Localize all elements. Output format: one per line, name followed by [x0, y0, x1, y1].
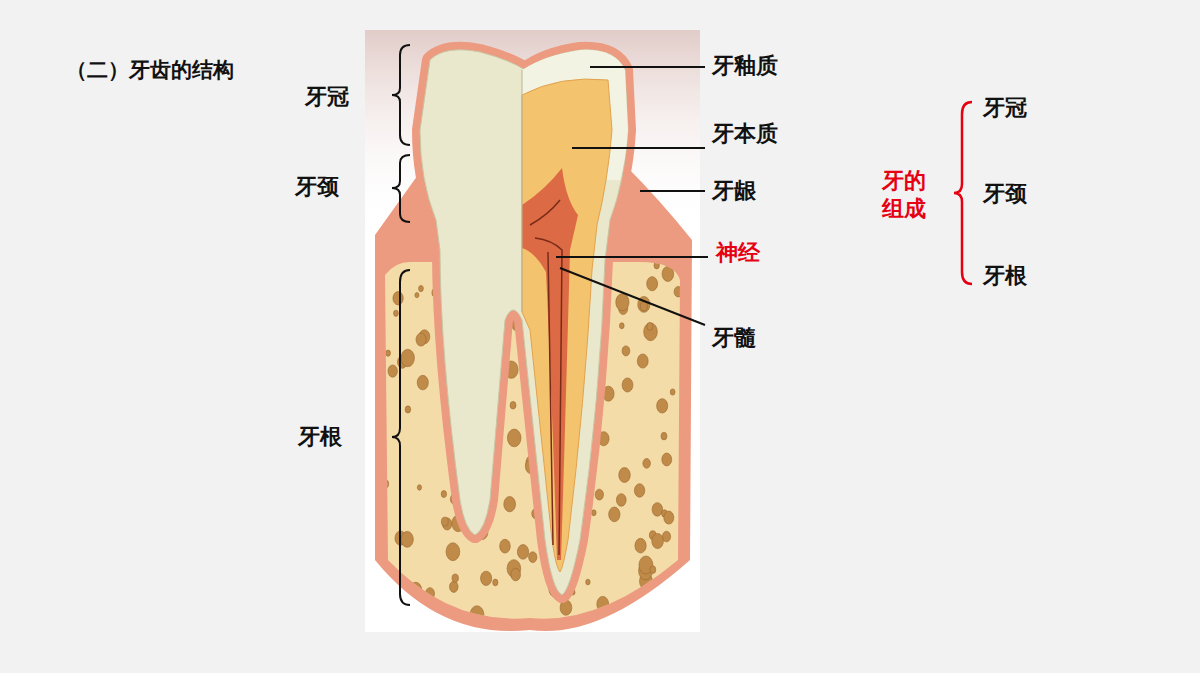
part-name: 牙颈: [983, 181, 1027, 207]
bone-pore: [616, 294, 629, 311]
bone-pore: [504, 497, 516, 512]
bone-pore: [647, 277, 658, 291]
part-name: 牙根: [298, 424, 342, 450]
bone-pore: [595, 489, 603, 500]
tissue-name: 神经: [716, 240, 760, 266]
periodontal-layer: [420, 50, 628, 595]
bone-pore: [674, 286, 682, 297]
group-heading: 牙的组成: [882, 167, 926, 222]
bone-pore: [401, 349, 414, 366]
bone-pore: [652, 533, 664, 548]
bone-pore: [650, 566, 656, 574]
bone-pore: [415, 588, 420, 595]
bone-pore: [393, 292, 403, 305]
bone-pore: [500, 539, 511, 553]
bone-pore: [441, 517, 448, 526]
bone-pore: [592, 510, 597, 516]
bone-pore: [638, 600, 645, 609]
bone-pore: [386, 350, 391, 356]
bone-pore: [634, 484, 644, 497]
pulp: [522, 168, 578, 560]
tooth-body: [420, 50, 628, 595]
tissue-name: 牙本质: [712, 121, 778, 147]
part-name: 牙根: [983, 263, 1027, 289]
bone-pore: [481, 571, 492, 585]
bone-pore: [511, 568, 521, 581]
bone-pore: [416, 333, 426, 346]
bone-pore: [470, 606, 484, 624]
bracket: [392, 45, 410, 145]
tissue-name: 牙髓: [712, 325, 756, 351]
bone-pore: [643, 458, 651, 468]
bone-pore: [517, 545, 528, 560]
part-name: 牙冠: [305, 84, 349, 110]
bone-pore: [450, 581, 459, 592]
slide-title: （二）牙齿的结构: [66, 56, 234, 84]
bone-pore: [510, 401, 516, 409]
bone-pore: [417, 375, 428, 389]
bone-pore: [657, 399, 668, 413]
bone-pore: [493, 579, 498, 586]
bone-pore: [415, 292, 419, 297]
bone-pore: [644, 323, 658, 341]
bone-pore: [419, 285, 424, 291]
bone-pore: [664, 511, 674, 524]
bone-pore: [652, 503, 662, 517]
bone-pore: [662, 266, 674, 281]
bracket: [392, 155, 410, 222]
bone-pore: [622, 346, 630, 356]
dentin: [522, 79, 612, 572]
bone-pore: [529, 552, 537, 563]
brace: [954, 102, 972, 284]
leader-line: [590, 66, 705, 68]
part-name: 牙冠: [983, 95, 1027, 121]
bone-pore: [647, 322, 653, 330]
nerve-fibres: [530, 200, 562, 555]
bone-pore: [597, 596, 609, 611]
bone-pore: [425, 588, 434, 600]
bone-pore: [441, 491, 446, 498]
bone-pore: [452, 574, 458, 582]
bone-pore: [382, 480, 388, 488]
picture-ground: [365, 30, 700, 632]
bone-pore: [405, 615, 411, 623]
bone-pore: [388, 365, 397, 377]
bone-pore: [410, 582, 422, 598]
bone-pore: [446, 543, 460, 561]
tissue-name: 牙釉质: [712, 53, 778, 79]
bone-pore: [635, 538, 646, 553]
bone-pore: [619, 323, 624, 329]
bone-pore: [662, 453, 672, 466]
bracket: [392, 270, 410, 605]
leader-line: [572, 147, 705, 149]
bone-pore: [622, 378, 633, 392]
bone-pore: [661, 432, 667, 440]
bone-pore: [417, 485, 421, 490]
part-name: 牙颈: [295, 174, 339, 200]
bone-pore: [654, 262, 659, 269]
leader-line: [556, 256, 708, 258]
leader-line: [560, 268, 705, 325]
bone-pore: [609, 507, 620, 522]
bone-pore: [394, 310, 399, 316]
bone-pore: [616, 494, 626, 507]
bone-pore: [650, 581, 661, 595]
bone-pore: [637, 354, 648, 368]
bone-pore: [507, 429, 521, 447]
tissue-name: 牙龈: [712, 178, 756, 204]
bone-pore: [663, 601, 668, 607]
bone-pore: [586, 579, 590, 585]
bone-pore: [382, 587, 389, 596]
bone-pore: [401, 531, 413, 547]
bone-pore: [405, 406, 411, 413]
leader-line: [640, 190, 705, 192]
section-edge: [522, 70, 523, 312]
bone-pore: [619, 468, 631, 483]
bone-pore: [670, 389, 675, 395]
